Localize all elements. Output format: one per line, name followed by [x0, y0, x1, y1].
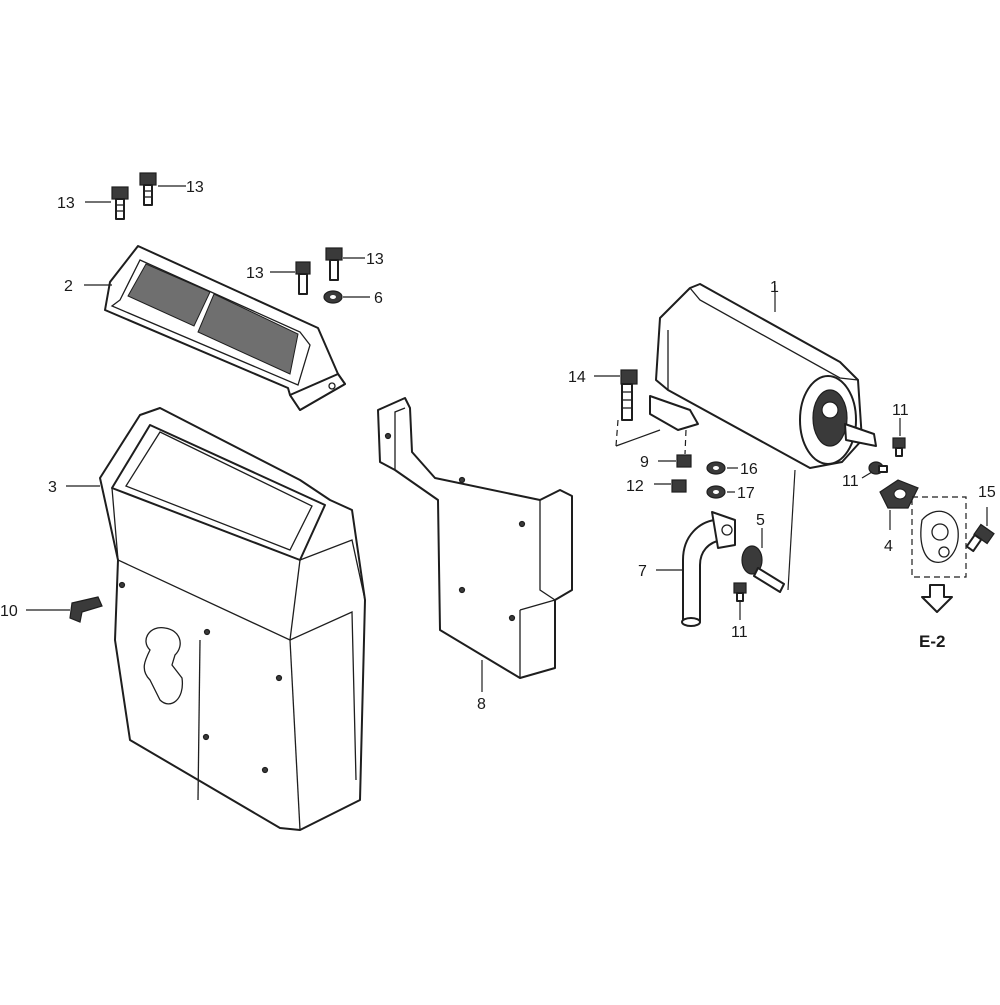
- label-12: 12: [626, 478, 644, 495]
- label-6: 6: [374, 290, 383, 307]
- bolt-13-d: [325, 247, 343, 281]
- label-8: 8: [477, 696, 486, 713]
- label-17: 17: [737, 485, 755, 502]
- label-11-c: 11: [842, 473, 859, 490]
- canister-1: [649, 283, 877, 469]
- label-14: 14: [568, 369, 586, 386]
- label-13-d: 13: [366, 251, 384, 268]
- reference-arrow-icon: [921, 584, 953, 613]
- bolt-13-b: [139, 172, 157, 206]
- label-4: 4: [884, 538, 893, 555]
- bracket-8: [377, 397, 573, 679]
- washer-16: [706, 461, 726, 475]
- housing-3: [99, 407, 366, 831]
- label-3: 3: [48, 479, 57, 496]
- cap-12: [671, 479, 687, 493]
- label-15: 15: [978, 484, 996, 501]
- cap-9: [676, 454, 692, 468]
- bolt-15: [965, 523, 995, 553]
- grille-cover-2: [104, 245, 346, 411]
- clip-10: [69, 596, 103, 623]
- label-10: 10: [0, 603, 18, 620]
- label-9: 9: [640, 454, 649, 471]
- bolt-13-a: [111, 186, 129, 220]
- label-11-b: 11: [892, 402, 909, 419]
- reference-box: [911, 496, 967, 578]
- grommet-4: [879, 479, 919, 509]
- label-13-b: 13: [186, 179, 204, 196]
- screw-11-b: [892, 437, 906, 457]
- hose-7: [681, 511, 736, 627]
- nut-6: [323, 290, 343, 304]
- reference-label: E-2: [919, 632, 945, 651]
- bolt-14: [620, 369, 638, 421]
- label-2: 2: [64, 278, 73, 295]
- label-13-a: 13: [57, 195, 75, 212]
- label-7: 7: [638, 563, 647, 580]
- bolt-13-c: [295, 261, 311, 295]
- label-16: 16: [740, 461, 758, 478]
- label-5: 5: [756, 512, 765, 529]
- label-11-a: 11: [731, 624, 748, 641]
- label-13-c: 13: [246, 265, 264, 282]
- washer-17: [706, 485, 726, 499]
- screw-11-c: [868, 461, 888, 475]
- screw-11-a: [733, 582, 747, 602]
- plug-5: [741, 545, 785, 593]
- label-1: 1: [770, 279, 779, 296]
